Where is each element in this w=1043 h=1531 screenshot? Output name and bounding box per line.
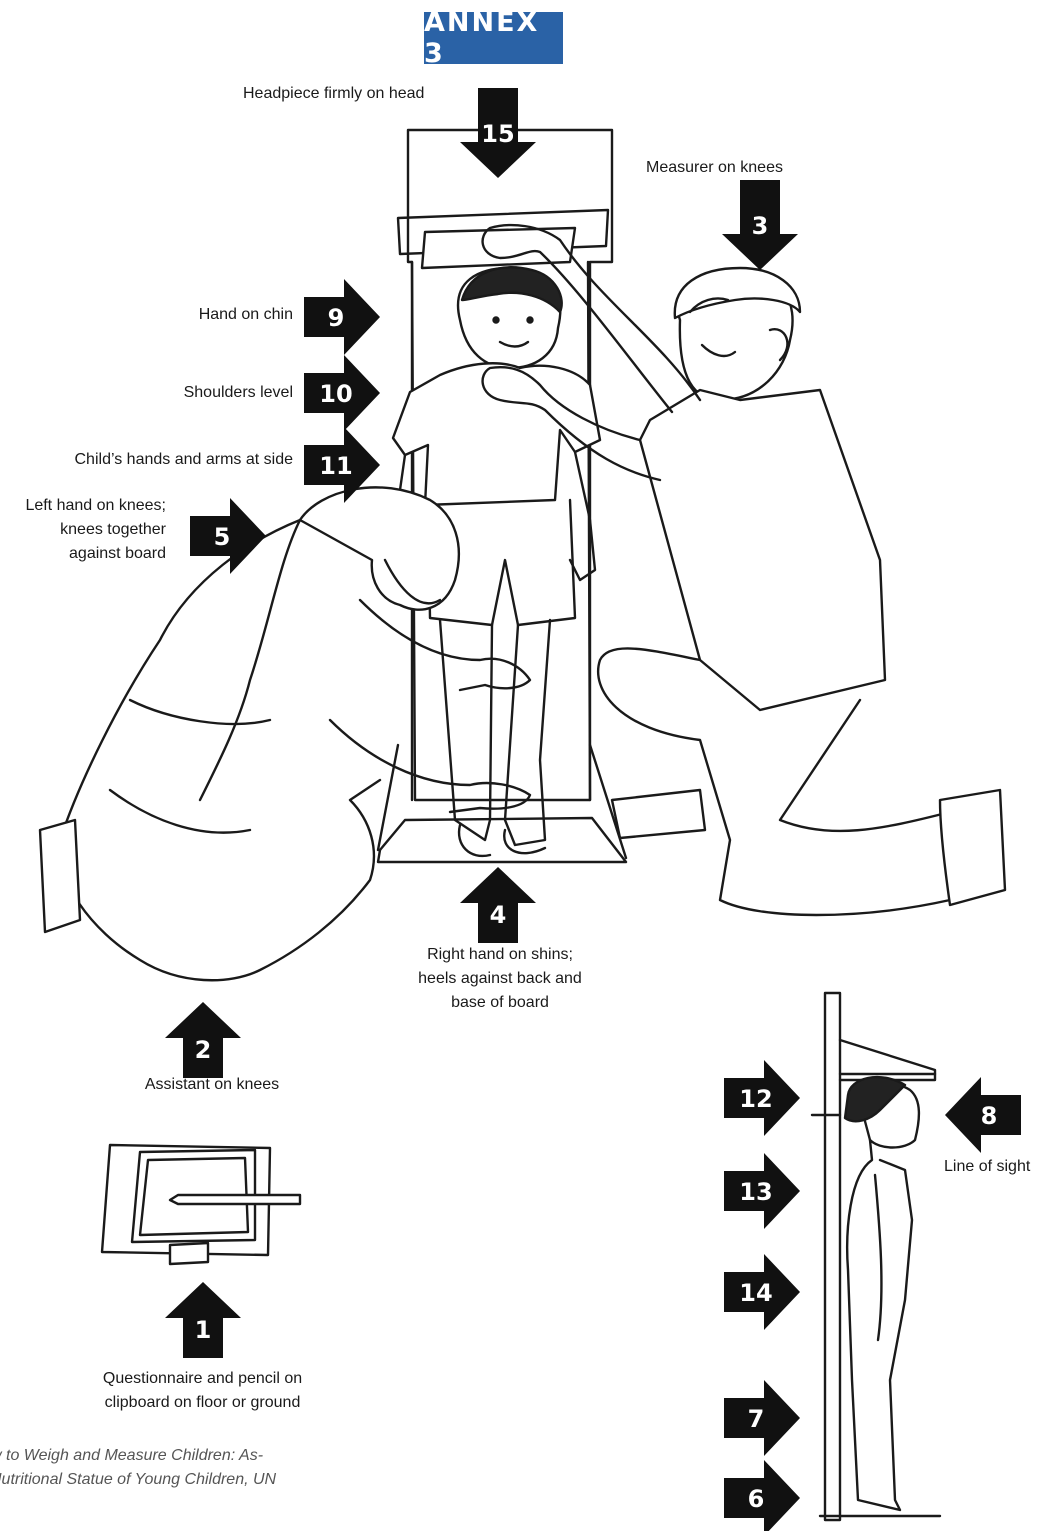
step-number: 7 bbox=[748, 1405, 765, 1433]
arrow-step-9: 9 bbox=[304, 279, 380, 355]
label-step-3: Measurer on knees bbox=[646, 156, 783, 180]
side-view-child bbox=[845, 1077, 919, 1510]
clipboard bbox=[102, 1145, 300, 1264]
measurer-figure bbox=[483, 225, 1005, 915]
annex-badge: ANNEX 3 bbox=[424, 12, 563, 64]
label-step-11: Child’s hands and arms at side bbox=[75, 448, 294, 472]
arrow-step-14: 14 bbox=[724, 1254, 800, 1330]
arrow-step-5: 5 bbox=[190, 498, 266, 574]
arrow-step-7: 7 bbox=[724, 1380, 800, 1456]
step-number: 14 bbox=[739, 1279, 772, 1307]
arrow-step-10: 10 bbox=[304, 355, 380, 431]
arrow-step-4: 4 bbox=[460, 867, 536, 943]
arrow-step-1: 1 bbox=[165, 1282, 241, 1358]
arrow-step-2: 2 bbox=[165, 1002, 241, 1078]
label-step-1: Questionnaire and pencil on clipboard on… bbox=[80, 1367, 325, 1415]
step-number: 15 bbox=[481, 120, 514, 148]
step-number: 3 bbox=[752, 212, 769, 240]
step-number: 8 bbox=[981, 1102, 998, 1130]
step-number: 4 bbox=[490, 901, 507, 929]
source-caption: w to Weigh and Measure Children: As- Nut… bbox=[0, 1444, 276, 1492]
label-step-5: Left hand on knees; knees together again… bbox=[25, 494, 166, 566]
step-number: 1 bbox=[195, 1316, 212, 1344]
label-step-9: Hand on chin bbox=[199, 303, 293, 327]
arrow-step-15: 15 bbox=[460, 88, 536, 178]
arrow-step-12: 12 bbox=[724, 1060, 800, 1136]
step-number: 2 bbox=[195, 1036, 212, 1064]
arrow-step-13: 13 bbox=[724, 1153, 800, 1229]
step-number: 9 bbox=[328, 304, 345, 332]
arrow-step-3: 3 bbox=[722, 180, 798, 270]
step-number: 11 bbox=[319, 452, 352, 480]
label-step-8: Line of sight bbox=[944, 1155, 1030, 1179]
side-view-scale bbox=[812, 993, 940, 1520]
step-number: 13 bbox=[739, 1178, 772, 1206]
label-step-10: Shoulders level bbox=[184, 381, 293, 405]
step-number: 5 bbox=[214, 523, 231, 551]
label-step-15: Headpiece firmly on head bbox=[243, 82, 424, 106]
step-number: 12 bbox=[739, 1085, 772, 1113]
label-step-2: Assistant on knees bbox=[120, 1073, 304, 1097]
label-step-4: Right hand on shins; heels against back … bbox=[400, 943, 600, 1015]
step-number: 6 bbox=[748, 1485, 765, 1513]
arrow-group: 15 3 9 10 11 5 4 2 1 12 13 14 7 6 8 bbox=[165, 88, 1021, 1531]
arrow-step-8: 8 bbox=[945, 1077, 1021, 1153]
arrow-step-6: 6 bbox=[724, 1460, 800, 1531]
step-number: 10 bbox=[319, 380, 352, 408]
